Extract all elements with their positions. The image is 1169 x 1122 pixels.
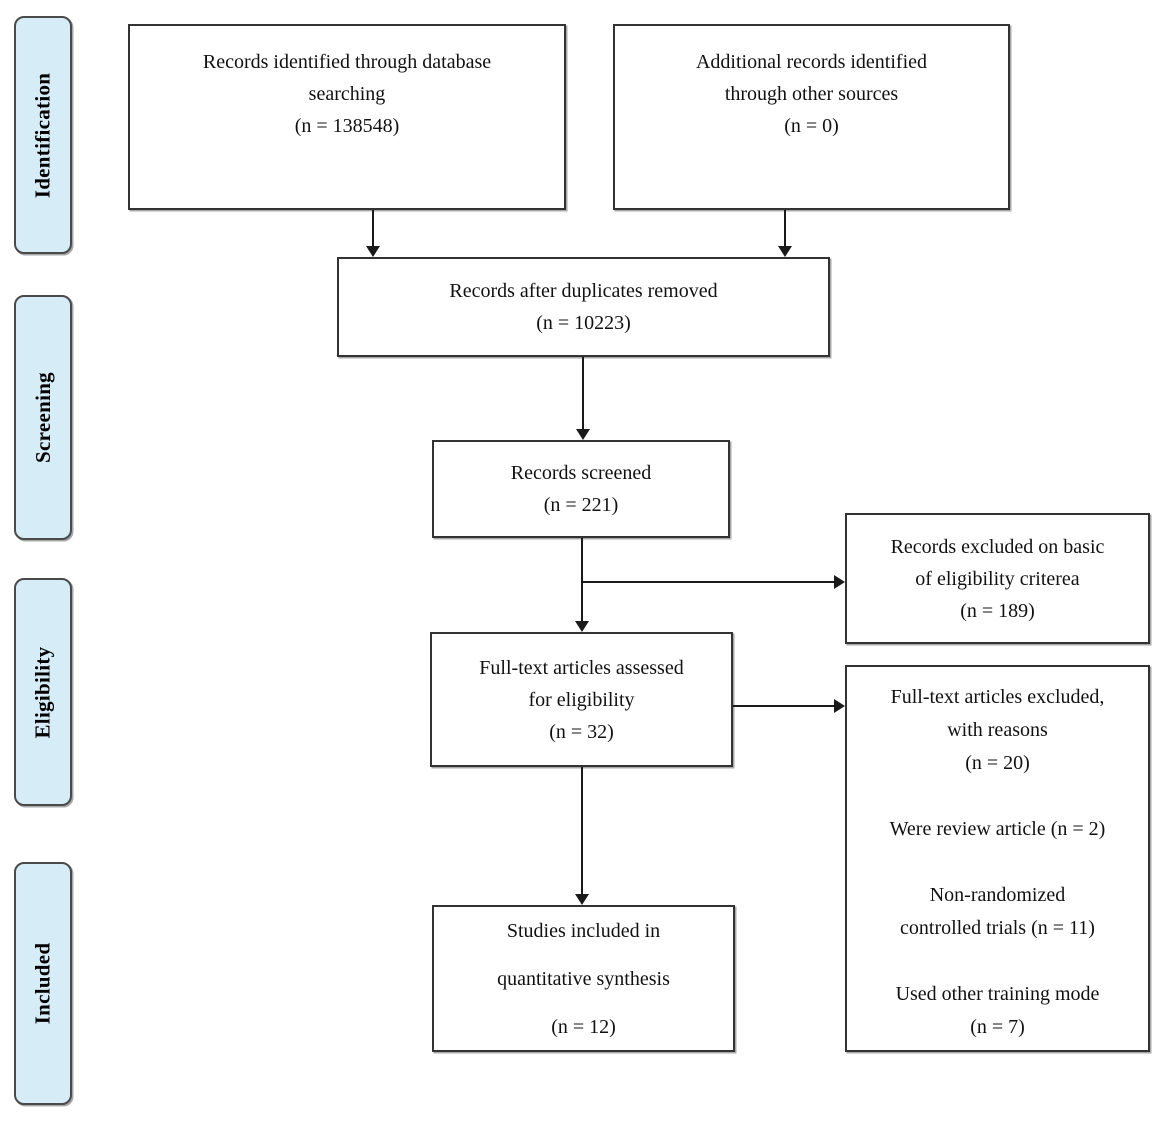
arrow-fulltext-to-excluded-line [733, 705, 835, 707]
arrow-screened-to-excluded-head-icon [834, 575, 845, 589]
stage-screening-label: Screening [30, 372, 55, 463]
arrow-screened-to-fulltext-head-icon [575, 621, 589, 632]
arrow-screened-to-excluded-line [582, 581, 835, 583]
arrow-screened-to-fulltext-line [581, 538, 583, 623]
arrow-sources-to-duplicates-head-icon [778, 246, 792, 257]
node-records-database-search: Records identified through database sear… [128, 24, 566, 210]
node-fulltext-excluded: Full-text articles excluded, with reason… [845, 665, 1150, 1052]
node-fulltext-excluded-text: Full-text articles excluded, with reason… [889, 686, 1106, 1038]
arrow-fulltext-to-excluded-head-icon [834, 699, 845, 713]
node-records-screened: Records screened (n = 221) [432, 440, 730, 538]
arrow-database-to-duplicates-head-icon [366, 246, 380, 257]
arrow-duplicates-to-screened-line [582, 357, 584, 430]
arrow-duplicates-to-screened-head-icon [576, 429, 590, 440]
arrow-fulltext-to-included-head-icon [575, 894, 589, 905]
node-studies-included: Studies included in quantitative synthes… [432, 905, 735, 1052]
node-records-excluded: Records excluded on basic of eligibility… [845, 513, 1150, 644]
arrow-fulltext-to-included-line [581, 767, 583, 895]
stage-included: Included [14, 862, 72, 1105]
node-additional-records-text: Additional records identified through ot… [695, 51, 928, 137]
stage-included-label: Included [30, 942, 55, 1025]
node-records-excluded-text: Records excluded on basic of eligibility… [890, 535, 1105, 622]
stage-screening: Screening [14, 295, 72, 540]
stage-eligibility-label: Eligibility [30, 646, 55, 738]
node-studies-included-text: Studies included in quantitative synthes… [497, 919, 670, 1038]
node-after-duplicates-removed: Records after duplicates removed (n = 10… [337, 257, 830, 357]
arrow-sources-to-duplicates-line [784, 210, 786, 248]
node-additional-records: Additional records identified through ot… [613, 24, 1010, 210]
node-after-duplicates-removed-text: Records after duplicates removed (n = 10… [449, 280, 718, 334]
node-records-database-search-text: Records identified through database sear… [202, 51, 492, 137]
node-fulltext-assessed: Full-text articles assessed for eligibil… [430, 632, 733, 767]
node-fulltext-assessed-text: Full-text articles assessed for eligibil… [479, 656, 684, 743]
stage-identification-label: Identification [30, 72, 55, 198]
node-records-screened-text: Records screened (n = 221) [510, 462, 652, 516]
stage-identification: Identification [14, 16, 72, 254]
stage-eligibility: Eligibility [14, 578, 72, 806]
arrow-database-to-duplicates-line [372, 210, 374, 248]
